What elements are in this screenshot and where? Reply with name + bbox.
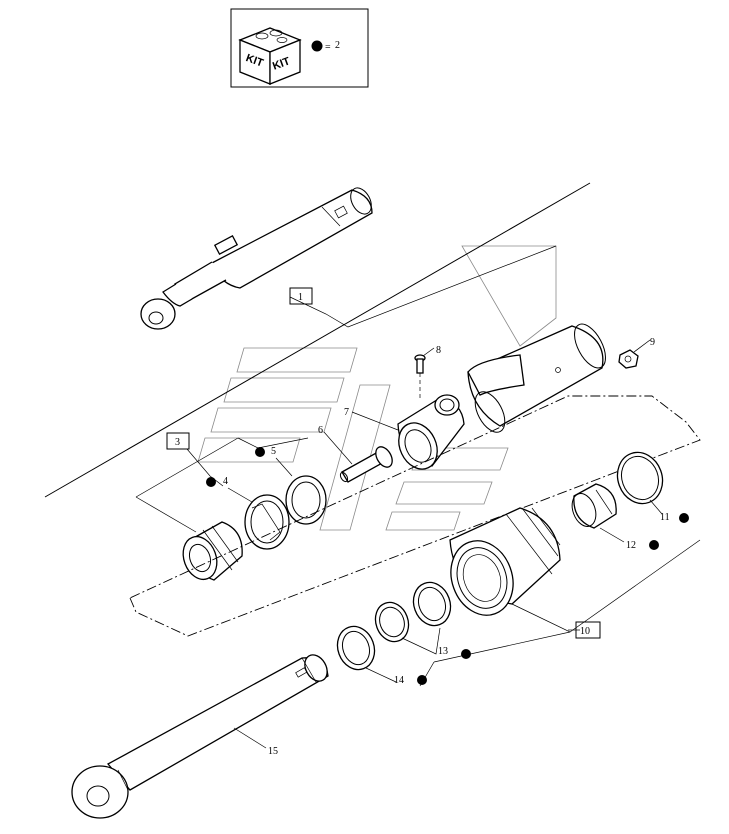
kit-dot-part-14: [417, 675, 427, 685]
kit-legend-frame: [230, 8, 369, 88]
callout-10: 10: [580, 626, 590, 637]
callout-10-box: [575, 621, 601, 639]
part-1-cylinder-assembly: [140, 187, 373, 330]
part-11-snap-ring: [616, 451, 664, 505]
leader-part-4: [227, 487, 253, 503]
part-15-piston-rod: [71, 654, 329, 819]
callout-15: 15: [268, 746, 278, 757]
part-13-seal-ring-b: [374, 601, 410, 643]
leader-part-13: [401, 627, 441, 655]
cylinder-head: [449, 507, 561, 616]
leader-part-6: [323, 431, 353, 465]
leader-part-7: [351, 411, 399, 431]
callout-14: 14: [394, 675, 404, 686]
leader-part-15: [233, 727, 267, 749]
leader-part-14: [365, 667, 397, 683]
part-8-screw: [414, 354, 426, 374]
callout-1-box: [289, 287, 313, 305]
callout-13: 13: [438, 646, 448, 657]
part-12-bushing: [571, 483, 617, 529]
piston: [182, 521, 243, 581]
callout-3: 3: [175, 437, 180, 448]
callout-9: 9: [650, 337, 655, 348]
callout-3-box: [166, 432, 190, 450]
kit-dot-part-11: [679, 513, 689, 523]
leader-part-5: [275, 457, 293, 477]
part-6-bolt: [339, 446, 393, 483]
callout-8: 8: [436, 345, 441, 356]
part-9-plug: [618, 349, 639, 369]
callout-4: 4: [223, 476, 228, 487]
kit-dot-part-13: [461, 649, 471, 659]
part-7-fitting: [397, 394, 465, 470]
callout-5: 5: [271, 446, 276, 457]
callout-1: 1: [298, 292, 303, 303]
kit-outline-dashed: [129, 395, 701, 637]
leader-part-12: [599, 527, 625, 543]
callout-12: 12: [626, 540, 636, 551]
leader-part-9: [633, 339, 651, 353]
kit-legend: KIT KIT = 2: [230, 8, 369, 88]
leader-part-3: [186, 448, 224, 487]
kit-dot-part-3: [206, 477, 216, 487]
callout-7: 7: [344, 407, 349, 418]
watermark-logo: [197, 245, 557, 531]
kit-dot-marker: [311, 40, 323, 52]
leader-part-1: [289, 245, 557, 328]
part-4-ring: [244, 494, 290, 550]
kit-label-left: KIT: [244, 52, 265, 69]
leader-part-11: [649, 499, 663, 515]
callout-6: 6: [318, 425, 323, 436]
kit-dot-part-5: [255, 447, 265, 457]
section-line: [44, 182, 591, 498]
kit-number: 2: [335, 40, 340, 51]
leader-part-8: [422, 347, 435, 357]
part-14-wiper-ring: [336, 625, 376, 671]
callout-11: 11: [660, 512, 670, 523]
kit-equals-sign: =: [325, 42, 331, 53]
part-13-seal-ring-a: [412, 581, 452, 627]
kit-label-right: KIT: [271, 55, 292, 72]
cylinder-barrel: [467, 323, 606, 433]
kit-box-icon: KIT KIT: [238, 27, 302, 85]
kit-dot-part-12: [649, 540, 659, 550]
